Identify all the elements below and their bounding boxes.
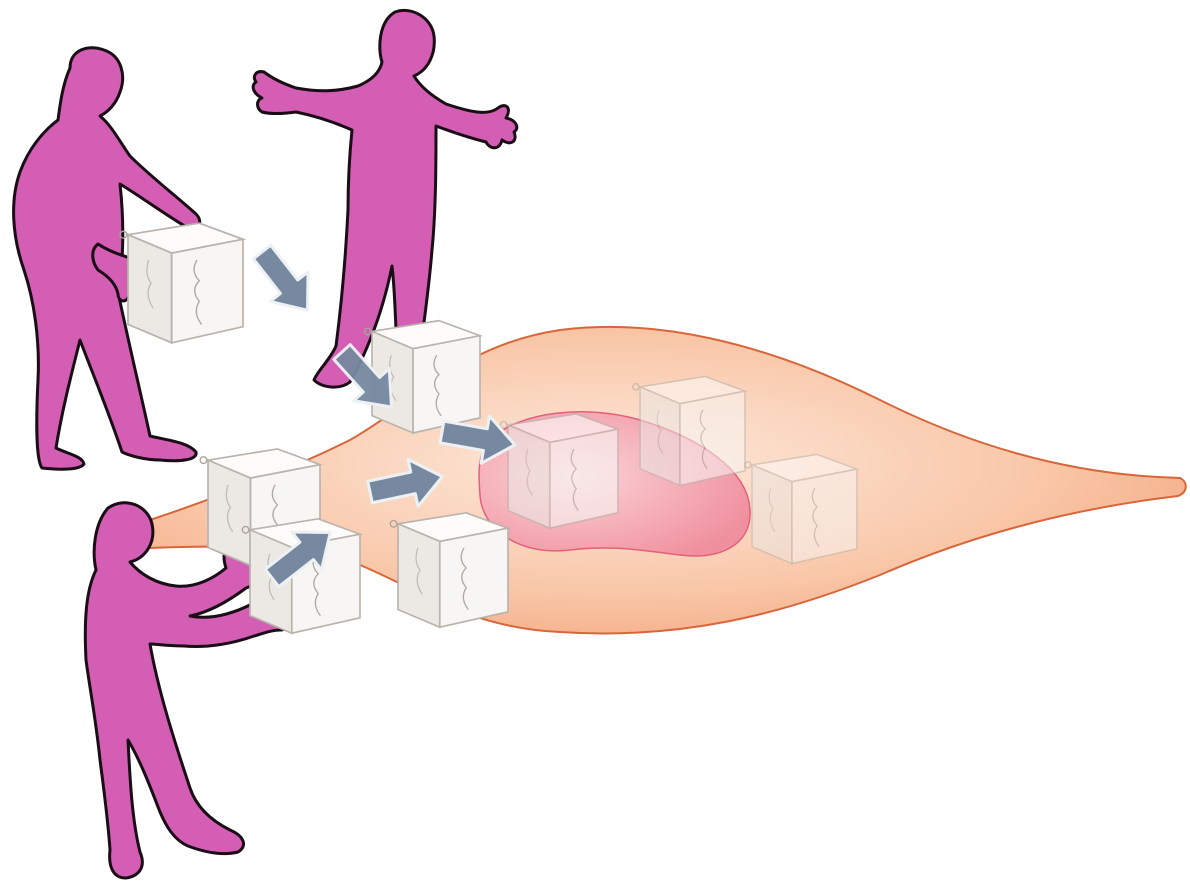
cube-held-person-1 (120, 223, 243, 343)
cube-entering-cell (390, 513, 508, 627)
cube-inside-cell-2 (745, 454, 857, 563)
cube-inside-cell-1 (633, 376, 745, 485)
cube-inside-nucleus (500, 414, 618, 528)
arrow-icon (243, 237, 326, 325)
